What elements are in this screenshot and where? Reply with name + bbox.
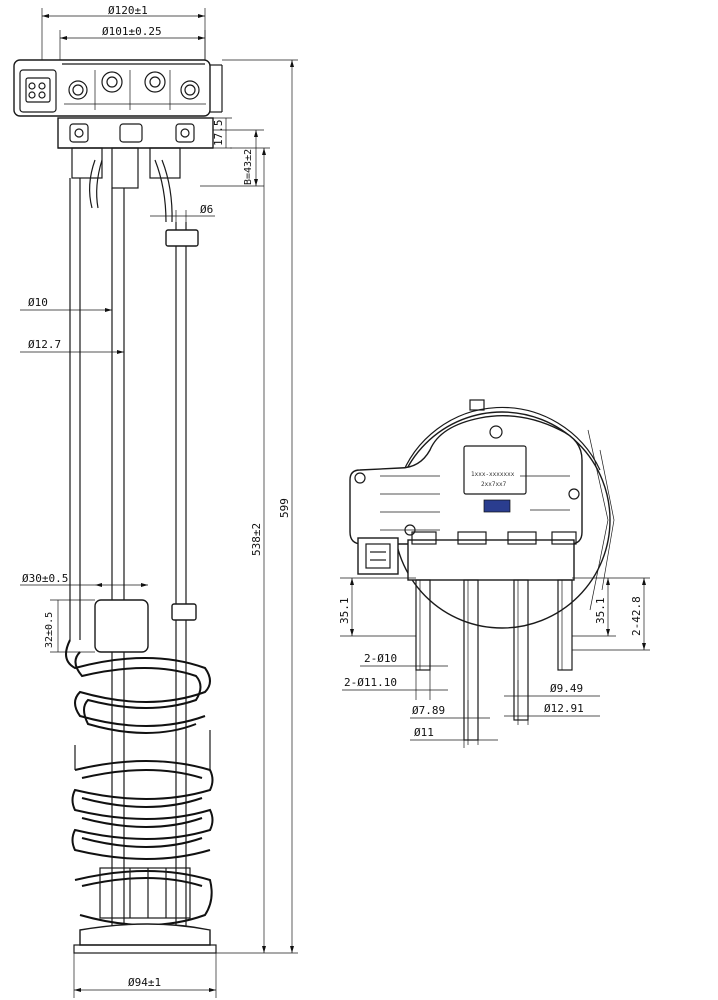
pump-tubes [69,178,187,940]
dim-label-top-port-f: Ø12.91 [544,702,584,715]
dim-outer-tube: Ø12.7 [20,338,124,354]
dim-label-flange-width: Ø101±0.25 [102,25,162,38]
dim-label-top-port-d: Ø11 [414,726,434,739]
dim-label-inner-tube: Ø10 [28,296,48,309]
dim-label-top-port-e: Ø9.49 [550,682,583,695]
dim-filter-height: 32±0.5 [44,599,95,653]
dim-top-port-f: Ø12.91 [504,700,600,725]
pump-head [13,59,223,117]
dim-label-head-height: B=43±2 [243,149,254,185]
dim-flange-width: Ø101±0.25 [59,25,206,60]
dim-flange-height: 17.5 [212,117,232,149]
dim-top-right-overall: 2-42.8 [572,577,650,651]
dim-label-top-port-c: Ø7.89 [412,704,445,717]
pump-flange [57,117,214,149]
pump-base [73,867,217,954]
dim-label-filter-dia: Ø30±0.5 [22,572,68,585]
dim-top-left-height: 35.1 [338,577,416,637]
pump-fittings [71,147,181,223]
dim-label-filter-height: 32±0.5 [44,612,55,648]
top-label-plate: 1xxx-xxxxxxx 2xx7xx7 [463,445,527,513]
dim-top-port-e: Ø9.49 [504,680,600,725]
dim-top-right-height: 35.1 [572,577,616,637]
dim-top-port-d: Ø11 [410,720,498,748]
dim-label-top-port-b: 2-Ø11.10 [344,676,397,689]
dim-top-port-a: 2-Ø10 [360,650,448,700]
dim-filter-dia: Ø30±0.5 [20,572,148,587]
side-view: Ø120±1 Ø101±0.25 [13,4,298,998]
logo-badge [483,499,511,513]
dim-label-top-right-height: 35.1 [594,598,607,625]
dim-label-length-overall: 599 [278,498,291,518]
dim-head-height: B=43±2 [200,129,264,187]
top-view: 1xxx-xxxxxxx 2xx7xx7 [338,399,650,748]
dim-label-top-left-height: 35.1 [338,598,351,625]
dim-base-width: Ø94±1 [73,953,217,998]
dim-overall-width: Ø120±1 [41,4,206,60]
dim-length-inner: 538±2 [216,147,270,954]
coil-spring [65,639,214,926]
dim-label-base-width: Ø94±1 [128,976,161,989]
dim-label-overall-width: Ø120±1 [108,4,148,17]
dim-top-port-c: Ø7.89 [410,700,490,745]
top-cap-plate [349,415,583,545]
dim-label-outer-tube: Ø12.7 [28,338,61,351]
dim-length-overall: 599 [222,59,298,954]
part-number-text: 1xxx-xxxxxxx [471,471,515,478]
dim-label-top-port-a: 2-Ø10 [364,652,397,665]
dim-label-length-inner: 538±2 [250,523,263,556]
dim-top-port-b: 2-Ø11.10 [342,670,448,700]
dim-label-flange-height: 17.5 [212,120,225,147]
fuel-filter [94,599,149,653]
dim-return-tube: Ø6 [150,203,215,222]
dim-label-top-right-overall: 2-42.8 [630,596,643,636]
dim-label-return-tube: Ø6 [200,203,213,216]
top-connector [357,537,399,575]
dim-inner-tube: Ø10 [20,296,112,312]
tube-clips [165,229,199,621]
part-sub-text: 2xx7xx7 [481,481,507,488]
top-fittings [407,531,577,581]
